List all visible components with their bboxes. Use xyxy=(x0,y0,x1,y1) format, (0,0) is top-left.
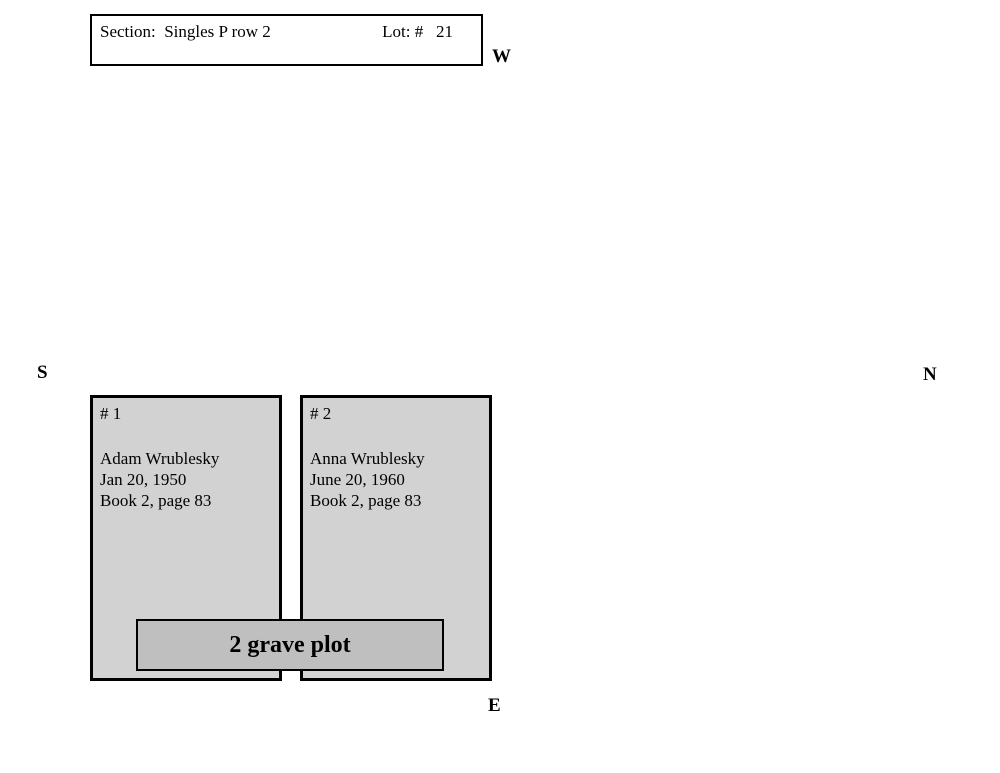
plot-book-reference: Book 2, page 83 xyxy=(310,491,422,510)
section-label: Section: Singles P row 2 xyxy=(100,22,271,41)
compass-east-label: E xyxy=(488,695,501,716)
compass-south-label: S xyxy=(37,362,48,383)
plot-details: Anna Wrublesky June 20, 1960 Book 2, pag… xyxy=(310,448,425,511)
plot-book-reference: Book 2, page 83 xyxy=(100,491,212,510)
plot-details: Adam Wrublesky Jan 20, 1950 Book 2, page… xyxy=(100,448,219,511)
compass-west-label: W xyxy=(492,46,511,67)
plot-occupant-name: Anna Wrublesky xyxy=(310,449,425,468)
plot-number: # 1 xyxy=(100,404,122,423)
plot-date: Jan 20, 1950 xyxy=(100,470,187,489)
grave-plot-count-label: 2 grave plot xyxy=(136,619,444,671)
plot-number: # 2 xyxy=(310,404,332,423)
section-lot-header: Section: Singles P row 2 Lot: # 21 xyxy=(90,14,483,66)
grave-plot-count-text: 2 grave plot xyxy=(229,631,351,658)
plot-occupant-name: Adam Wrublesky xyxy=(100,449,220,468)
lot-label: Lot: # 21 xyxy=(382,22,453,41)
compass-north-label: N xyxy=(923,364,937,385)
plot-date: June 20, 1960 xyxy=(310,470,405,489)
